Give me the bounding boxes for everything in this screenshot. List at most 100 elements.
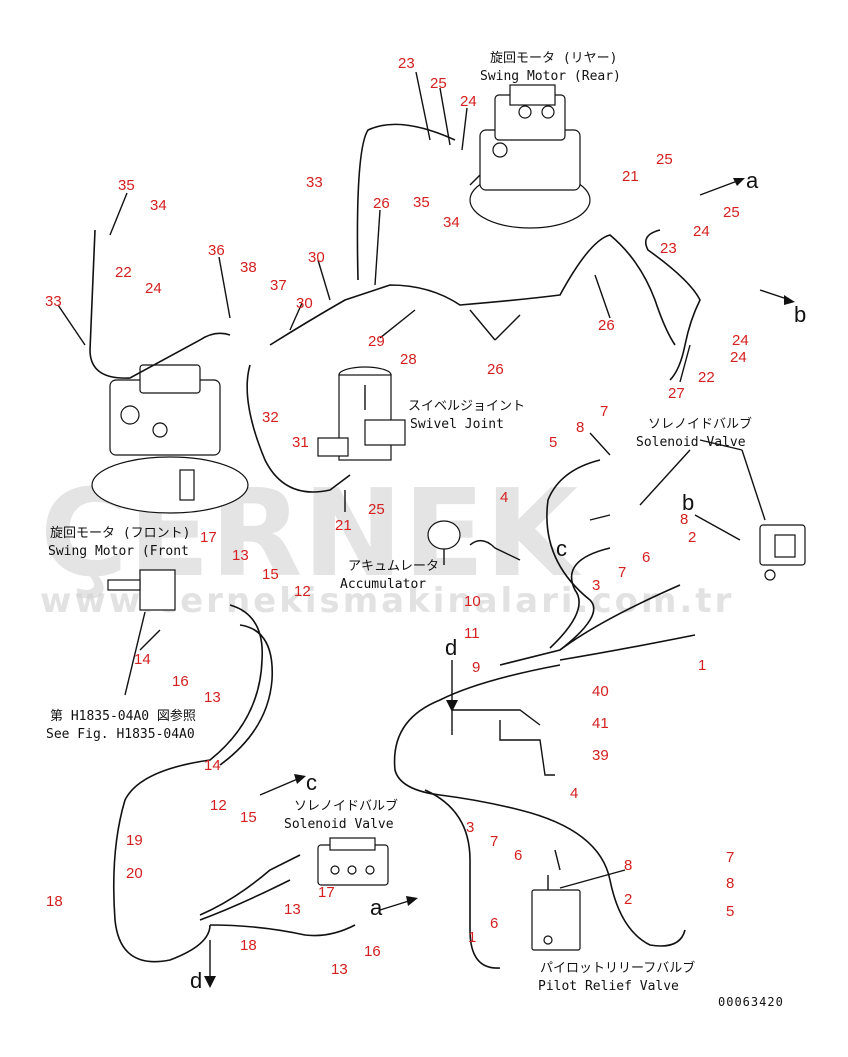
part-number: 16 [172, 673, 189, 690]
part-number: 12 [294, 583, 311, 600]
part-number: 26 [373, 195, 390, 212]
pilot-relief-valve [531, 875, 581, 951]
solenoid-valve-lower-label-en: Solenoid Valve [284, 817, 394, 832]
part-number: 4 [570, 785, 578, 802]
accumulator-label-en: Accumulator [340, 577, 426, 592]
part-number: 8 [726, 875, 734, 892]
part-number: 24 [730, 349, 747, 366]
part-number: 6 [642, 549, 650, 566]
part-number: 7 [726, 849, 734, 866]
part-number: 18 [46, 893, 63, 910]
part-number: 31 [292, 434, 309, 451]
part-number: 17 [318, 884, 335, 901]
part-number: 26 [598, 317, 615, 334]
solenoid-valve-label-jp: ソレノイドバルブ [648, 416, 752, 432]
part-number: 8 [576, 419, 584, 436]
part-number: 12 [210, 797, 227, 814]
accumulator-label-jp: アキュムレータ [348, 559, 439, 574]
direction-letter: a [746, 168, 759, 193]
part-number: 35 [118, 177, 135, 194]
solenoid-valve-right [759, 524, 806, 581]
part-number: 25 [656, 151, 673, 168]
solenoid-valve-lower [317, 837, 389, 886]
direction-letters: a b c d b c d a d [190, 168, 806, 993]
part-number: 8 [680, 511, 688, 528]
part-number: 20 [126, 865, 143, 882]
part-number: 25 [368, 501, 385, 518]
part-number: 2 [624, 891, 632, 908]
part-number: 24 [693, 223, 710, 240]
part-number: 33 [45, 293, 62, 310]
part-number: 16 [364, 943, 381, 960]
swing-motor-front-label-en: Swing Motor (Front [48, 544, 189, 559]
part-number: 25 [430, 75, 447, 92]
direction-letter: d [445, 635, 457, 660]
direction-letter: d [190, 968, 202, 993]
direction-letter: b [794, 302, 806, 327]
swing-motor-front [91, 364, 249, 514]
part-number: 13 [284, 901, 301, 918]
part-number: 27 [668, 385, 685, 402]
part-number: 8 [624, 857, 632, 874]
part-number: 38 [240, 259, 257, 276]
leader-lines [57, 71, 766, 889]
part-number: 41 [592, 715, 609, 732]
hose-lines [89, 123, 701, 969]
part-number: 7 [618, 564, 626, 581]
part-number: 22 [698, 369, 715, 386]
part-number: 3 [592, 577, 600, 594]
part-number: 1 [698, 657, 706, 674]
valve-block-left [107, 569, 176, 611]
direction-letter: c [556, 536, 567, 561]
part-number: 6 [490, 915, 498, 932]
part-number: 21 [335, 517, 352, 534]
part-number: 13 [331, 961, 348, 978]
part-number: 30 [308, 249, 325, 266]
solenoid-valve-label-en: Solenoid Valve [636, 435, 746, 450]
part-number: 14 [204, 757, 221, 774]
part-number: 18 [240, 937, 257, 954]
part-number: 6 [514, 847, 522, 864]
part-number: 17 [200, 529, 217, 546]
part-number: 11 [464, 625, 480, 642]
part-number: 28 [400, 351, 417, 368]
part-number: 33 [306, 174, 323, 191]
part-numbers: 23 25 24 35 34 22 33 24 36 38 37 30 30 3… [45, 55, 749, 978]
pilot-relief-valve-label-en: Pilot Relief Valve [538, 979, 679, 994]
part-number: 40 [592, 683, 609, 700]
see-fig-label-en: See Fig. H1835-04A0 [46, 727, 195, 742]
part-number: 4 [500, 489, 508, 506]
part-number: 15 [262, 566, 279, 583]
part-number: 25 [723, 204, 740, 221]
part-number: 30 [296, 295, 313, 312]
part-number: 15 [240, 809, 257, 826]
part-number: 24 [460, 93, 477, 110]
part-number: 29 [368, 333, 385, 350]
component-labels: 旋回モータ (リヤー) Swing Motor (Rear) 旋回モータ (フロ… [46, 51, 752, 994]
pilot-relief-valve-label-jp: パイロットリリーフバルブ [540, 960, 695, 976]
part-number: 7 [490, 833, 498, 850]
swing-motor-rear-label-en: Swing Motor (Rear) [480, 69, 621, 84]
part-number: 34 [443, 214, 460, 231]
part-number: 5 [549, 434, 557, 451]
part-number: 21 [622, 168, 639, 185]
part-number: 1 [468, 929, 476, 946]
swivel-joint [317, 366, 406, 461]
part-number: 32 [262, 409, 279, 426]
part-number: 23 [660, 240, 677, 257]
direction-arrows [204, 178, 795, 988]
part-number: 13 [232, 547, 249, 564]
swing-motor-front-label-jp: 旋回モータ (フロント) [50, 526, 190, 541]
part-number: 36 [208, 242, 225, 259]
part-number: 35 [413, 194, 430, 211]
part-number: 24 [145, 280, 162, 297]
part-number: 10 [464, 593, 481, 610]
part-number: 24 [732, 332, 749, 349]
direction-letter: b [682, 490, 694, 515]
part-number: 7 [600, 403, 608, 420]
drawing-code: 00063420 [718, 995, 784, 1009]
swivel-joint-label-jp: スイベルジョイント [408, 399, 525, 414]
direction-letter: a [370, 895, 383, 920]
